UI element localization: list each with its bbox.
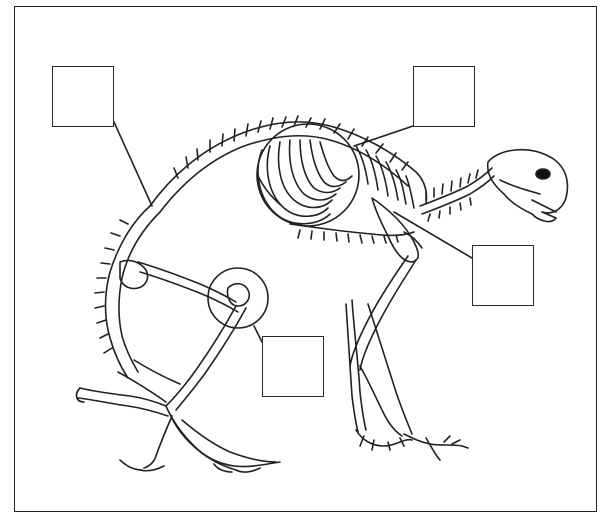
leader-line-d	[254, 326, 262, 342]
label-box-b[interactable]	[413, 66, 475, 127]
label-box-d[interactable]	[262, 336, 324, 397]
label-box-c[interactable]	[472, 245, 534, 306]
leader-line-b	[354, 126, 413, 146]
skull	[488, 150, 568, 222]
thoracic-spine	[150, 116, 427, 212]
lumbar-spine-and-pelvis	[95, 206, 238, 378]
leader-lines	[114, 122, 472, 342]
ribcage-highlight-circle	[257, 124, 359, 226]
front-leg	[346, 256, 468, 460]
hind-legs	[77, 268, 280, 472]
neck-vertebrae	[420, 168, 494, 221]
hip-highlight-circle	[208, 268, 268, 328]
label-box-a[interactable]	[52, 66, 114, 127]
leader-line-a	[114, 122, 152, 206]
